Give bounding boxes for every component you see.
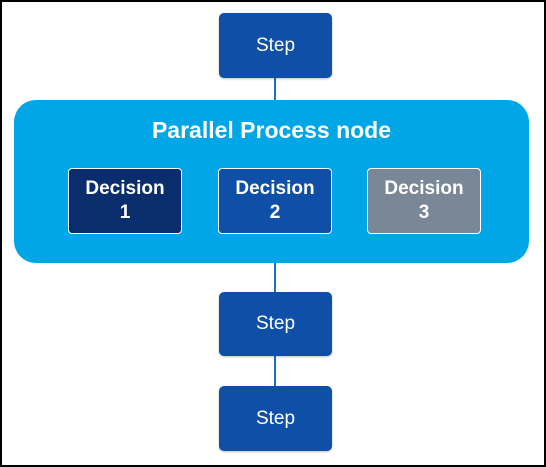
decision-2[interactable]: Decision 2	[218, 168, 332, 234]
step-middle-label: Step	[255, 313, 296, 334]
connector-middle	[274, 263, 276, 292]
step-bottom[interactable]: Step	[219, 386, 332, 451]
step-middle[interactable]: Step	[219, 292, 332, 356]
step-top[interactable]: Step	[219, 13, 332, 78]
connector-top	[274, 78, 276, 100]
decision-1[interactable]: Decision 1	[68, 168, 182, 234]
parallel-process-title: Parallel Process node	[151, 117, 392, 143]
step-bottom-label: Step	[255, 407, 296, 429]
connector-bottom	[274, 356, 276, 386]
decision-2-number: 2	[269, 202, 281, 223]
decision-3-number: 3	[418, 202, 430, 223]
decision-2-word: Decision	[235, 178, 315, 199]
decision-3[interactable]: Decision 3	[367, 168, 481, 234]
decision-3-word: Decision	[384, 178, 464, 199]
step-top-label: Step	[255, 34, 296, 56]
parallel-process-node[interactable]: Parallel Process node Decision 1 Decisio…	[14, 100, 529, 263]
decision-1-word: Decision	[85, 178, 165, 199]
decision-1-number: 1	[119, 202, 131, 223]
